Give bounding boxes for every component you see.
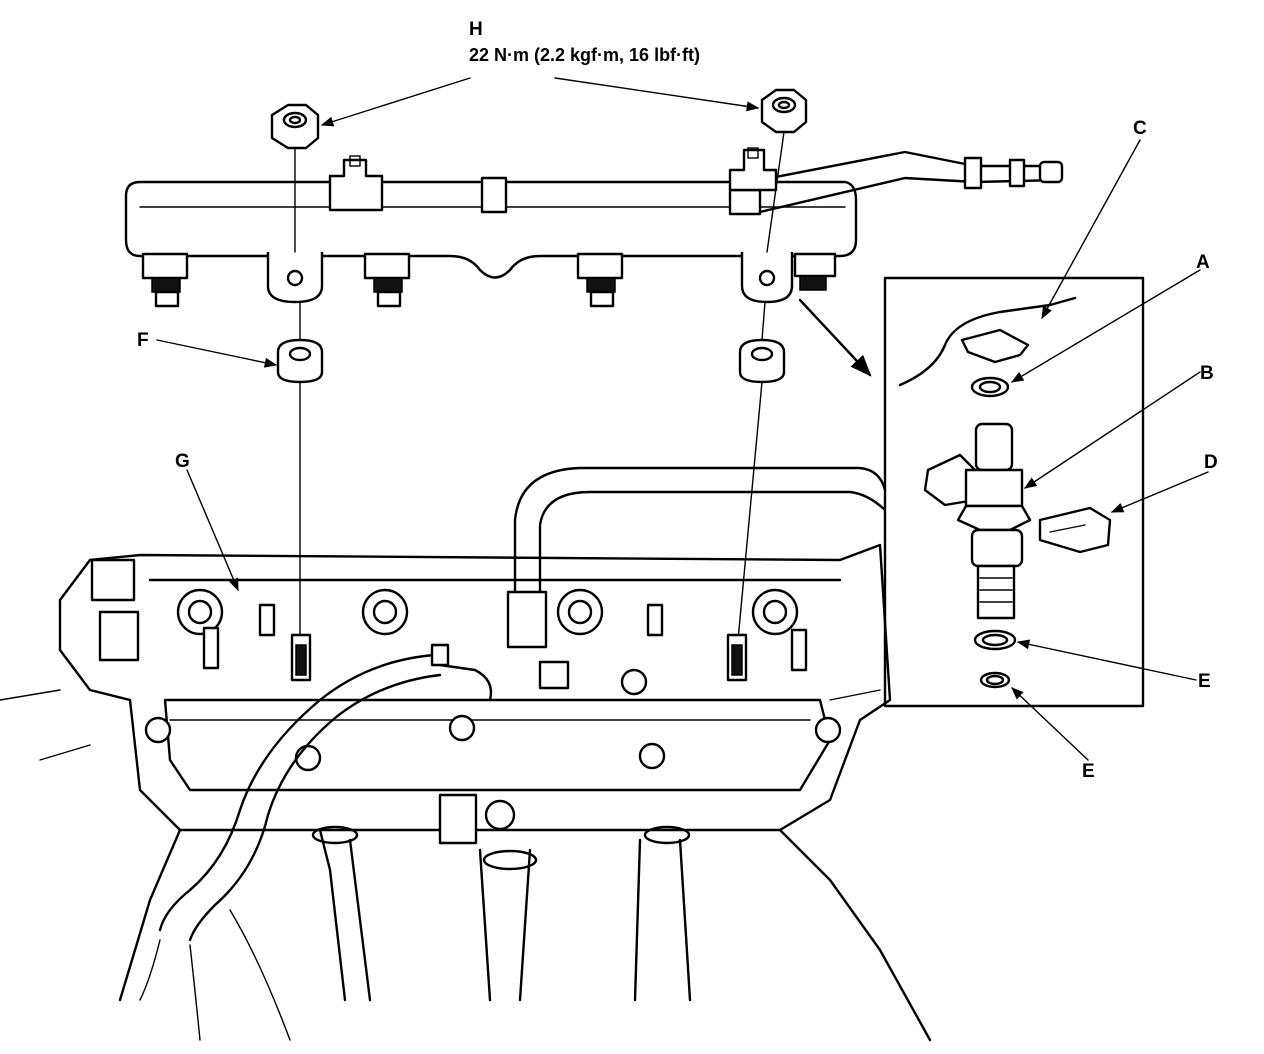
alignment-lines bbox=[294, 131, 785, 641]
cylinder-head bbox=[0, 543, 932, 1042]
callout-b: B bbox=[1200, 363, 1214, 384]
flange-nut-left bbox=[270, 103, 320, 150]
rail-bracket-right bbox=[740, 252, 794, 304]
callout-f: F bbox=[137, 330, 149, 351]
insulator-right bbox=[738, 338, 786, 384]
callout-e-lower: E bbox=[1082, 761, 1095, 782]
flange-nut-right bbox=[760, 88, 808, 134]
detail-inset bbox=[883, 276, 1145, 708]
rail-injectors bbox=[141, 252, 837, 308]
return-hose bbox=[506, 466, 887, 649]
fuel-feed-pipe bbox=[758, 150, 1064, 214]
wire-harness bbox=[139, 643, 493, 1041]
insulator-left bbox=[276, 338, 324, 384]
torque-spec: 22 N·m (2.2 kgf·m, 16 lbf·ft) bbox=[469, 45, 701, 65]
callout-h: H bbox=[469, 19, 483, 40]
injector-detail bbox=[923, 422, 1032, 620]
rail-bracket-left bbox=[266, 252, 324, 304]
callout-e-upper: E bbox=[1198, 671, 1211, 692]
rail-clip-right bbox=[728, 147, 778, 192]
leader-arrows bbox=[156, 77, 1209, 761]
callout-d: D bbox=[1204, 452, 1218, 473]
callout-a: A bbox=[1196, 252, 1210, 273]
rail-clip-left bbox=[328, 155, 384, 212]
callout-c: C bbox=[1133, 118, 1147, 139]
callout-g: G bbox=[175, 451, 190, 472]
